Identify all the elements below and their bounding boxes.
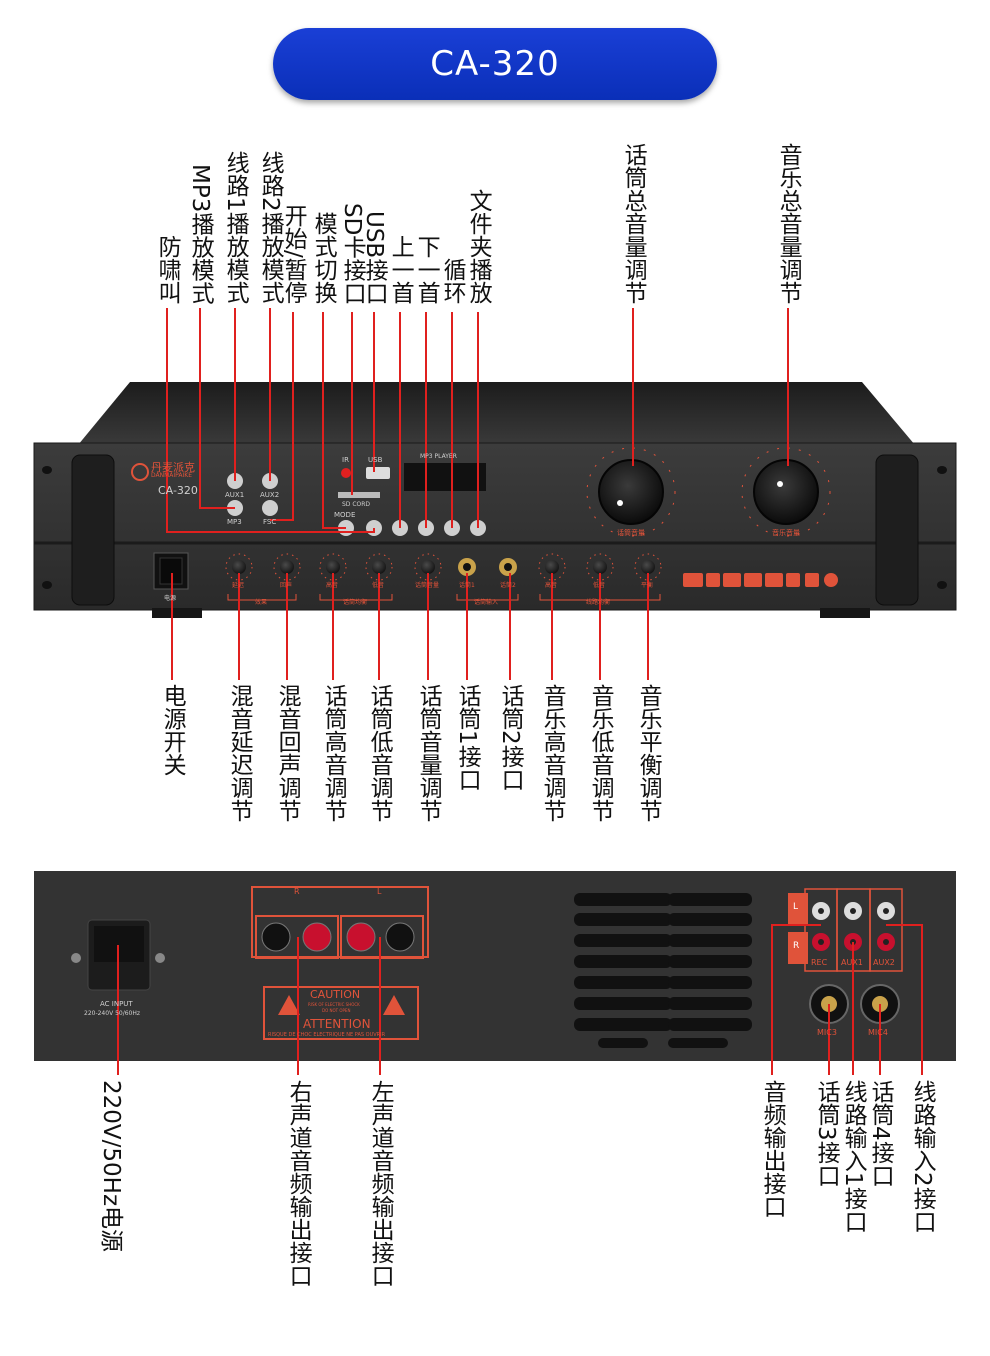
label-anti-howl: 防啸叫 bbox=[154, 235, 181, 304]
label-usb-port: USB接口 bbox=[361, 210, 388, 304]
label-mic-vol: 话筒音量调节 bbox=[415, 684, 442, 822]
attention-sub: RISQUE DE CHOC ELECTRIQUE NE PAS OUVRIR bbox=[268, 1032, 386, 1038]
speaker-r-label: R bbox=[294, 887, 300, 896]
mic-vol-knob-label: 话筒音量 bbox=[415, 582, 440, 589]
aux1-button-label: AUX1 bbox=[225, 491, 245, 499]
page-title: CA-320 bbox=[430, 44, 560, 84]
label-left-out: 左声道音频输出接口 bbox=[367, 1080, 394, 1287]
label-mode-switch: 模式切换 bbox=[310, 212, 337, 304]
rear-panel bbox=[34, 871, 956, 1061]
balance-knob-label: 平衡 bbox=[641, 582, 654, 589]
music-master-knob-label: 音乐音量 bbox=[772, 529, 800, 537]
brand-en: DANMAIPAIKE bbox=[151, 472, 192, 479]
fsc-button-label: FSC bbox=[263, 518, 277, 526]
mic1-jack-label: 话筒1 bbox=[459, 582, 475, 589]
label-mic3: 话筒3接口 bbox=[813, 1080, 840, 1187]
label-music-balance: 音乐平衡调节 bbox=[635, 684, 662, 822]
label-loop: 循环 bbox=[439, 258, 466, 304]
label-line2-mode: 线路2播放模式 bbox=[257, 151, 284, 304]
label-mains: 220V/50Hz电源 bbox=[98, 1080, 124, 1253]
mic-treble-knob-label: 高音 bbox=[326, 582, 339, 589]
label-delay: 混音延迟调节 bbox=[226, 684, 253, 822]
mic3-jack-label: MIC3 bbox=[817, 1028, 837, 1037]
label-music-treble: 音乐高音调节 bbox=[539, 684, 566, 822]
caution-sub1: RISK OF ELECTRIC SHOCK bbox=[308, 1002, 360, 1007]
aux2-button-label: AUX2 bbox=[260, 491, 280, 499]
ac-rating-label: 220-240V 50/60Hz bbox=[84, 1010, 141, 1017]
caution-label: CAUTION bbox=[310, 988, 361, 1001]
rec-label: REC bbox=[811, 958, 828, 967]
caution-sub2: DO NOT OPEN bbox=[322, 1008, 351, 1013]
speaker-l-label: L bbox=[377, 887, 382, 896]
group-effect: 效果 bbox=[255, 599, 268, 606]
label-audio-out: 音频输出接口 bbox=[759, 1080, 786, 1218]
group-mic-in: 话筒输入 bbox=[474, 599, 499, 606]
label-next: 下一首 bbox=[413, 235, 440, 304]
label-line-in2: 线路输入2接口 bbox=[909, 1080, 936, 1233]
label-mic-bass: 话筒低音调节 bbox=[366, 684, 393, 822]
echo-knob-label: 回声 bbox=[280, 582, 293, 589]
label-right-out: 右声道音频输出接口 bbox=[285, 1080, 312, 1287]
mp3-player-label: MP3 PLAYER bbox=[420, 453, 457, 460]
sd-label: SD CORD bbox=[342, 501, 371, 508]
usb-label: USB bbox=[368, 456, 383, 464]
music-treble-knob-label: 高音 bbox=[545, 582, 558, 589]
aux2-jack-label: AUX2 bbox=[873, 958, 895, 967]
label-mp3-mode: MP3播放模式 bbox=[187, 163, 214, 304]
title-banner: CA-320 bbox=[273, 28, 717, 100]
ac-input-label: AC INPUT bbox=[100, 1000, 133, 1008]
delay-knob-label: 延迟 bbox=[232, 582, 245, 589]
label-mic-treble: 话筒高音调节 bbox=[320, 684, 347, 822]
mode-label: MODE bbox=[334, 511, 356, 519]
mic2-jack-label: 话筒2 bbox=[500, 582, 516, 589]
label-mic1: 话筒1接口 bbox=[454, 684, 481, 791]
label-mic4: 话筒4接口 bbox=[867, 1080, 894, 1187]
front-panel bbox=[33, 382, 957, 618]
rca-row-r: R bbox=[793, 941, 800, 951]
label-music-master: 音乐总音量调节 bbox=[775, 143, 802, 304]
rca-row-l: L bbox=[793, 902, 799, 912]
label-folder: 文件夹播放 bbox=[465, 189, 492, 304]
group-mic-eq: 话筒均衡 bbox=[343, 599, 368, 606]
attention-label: ATTENTION bbox=[303, 1017, 371, 1031]
label-echo: 混音回声调节 bbox=[274, 684, 301, 822]
mic4-jack-label: MIC4 bbox=[868, 1028, 888, 1037]
ir-label: IR bbox=[342, 456, 349, 464]
label-play-pause: 开始/暂停 bbox=[280, 204, 307, 304]
mic-bass-knob-label: 低音 bbox=[372, 582, 385, 589]
mp3-button-label: MP3 bbox=[227, 518, 242, 526]
power-switch-label: 电源 bbox=[164, 595, 177, 602]
leader-lines bbox=[117, 308, 923, 1075]
label-music-bass: 音乐低音调节 bbox=[587, 684, 614, 822]
label-power: 电源开关 bbox=[159, 684, 186, 776]
group-line-eq: 线路均衡 bbox=[586, 599, 611, 606]
front-model: CA-320 bbox=[158, 484, 198, 497]
label-prev: 上一首 bbox=[387, 235, 414, 304]
label-line-in1: 线路输入1接口 bbox=[840, 1080, 867, 1233]
aux1-jack-label: AUX1 bbox=[841, 958, 863, 967]
label-mic2: 话筒2接口 bbox=[497, 684, 524, 791]
brand-logo: 丹麦派克 bbox=[151, 461, 195, 474]
label-mic-master: 话筒总音量调节 bbox=[620, 143, 647, 304]
mic-master-knob-label: 话筒音量 bbox=[617, 529, 645, 537]
label-sd-port: SD卡接口 bbox=[339, 202, 366, 304]
music-bass-knob-label: 低音 bbox=[593, 582, 606, 589]
label-line1-mode: 线路1播放模式 bbox=[222, 151, 249, 304]
